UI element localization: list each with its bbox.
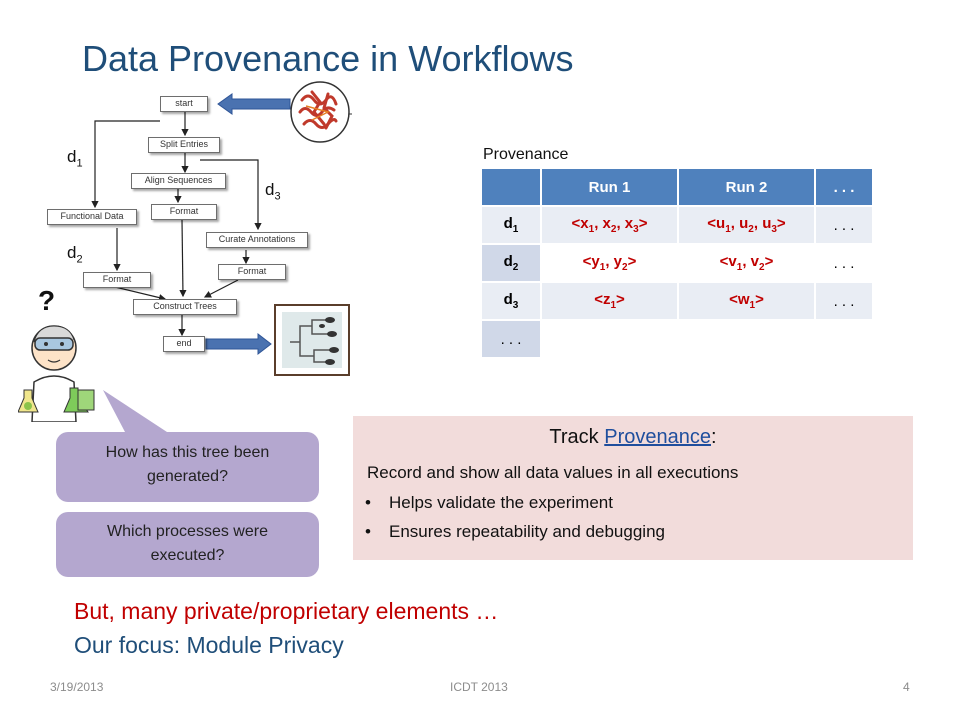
bullet-item: •Ensures repeatability and debugging [365, 522, 665, 541]
track-description: Record and show all data values in all e… [367, 463, 739, 482]
workflow-node-construct-trees: Construct Trees [133, 299, 237, 315]
table-row: d3 <z1> <w1> . . . [480, 281, 874, 321]
table-cell: <z1> [540, 281, 679, 321]
workflow-node-end: end [163, 336, 205, 352]
phylogenetic-tree-icon [274, 304, 350, 376]
table-header-cell: Run 1 [540, 167, 679, 207]
table-cell: <x1, x2, x3> [540, 205, 679, 245]
workflow-node-format-right: Format [218, 264, 286, 280]
slide-title: Data Provenance in Workflows [82, 38, 574, 79]
question-mark: ? [38, 285, 56, 316]
track-title: Track Provenance: [549, 426, 717, 448]
protein-structure-icon [290, 81, 352, 143]
output-arrow [205, 332, 272, 356]
table-header-row: Run 1 Run 2 . . . [480, 167, 874, 207]
table-cell: <v1, v2> [677, 243, 816, 283]
bullet-dot-icon: • [365, 493, 371, 512]
table-header-cell: Run 2 [677, 167, 816, 207]
focus-note: Our focus: Module Privacy [74, 632, 344, 658]
workflow-node-curate-annotations: Curate Annotations [206, 232, 308, 248]
workflow-node-start: start [160, 96, 208, 112]
footer-page-number: 4 [903, 680, 910, 694]
speech-bubble-tail [103, 390, 167, 432]
table-header-cell [480, 167, 542, 207]
footer-date: 3/19/2013 [50, 680, 104, 694]
row-header: d1 [480, 205, 542, 245]
table-cell: . . . [814, 243, 874, 283]
row-header: d2 [480, 243, 542, 283]
speech-bubble-tree: How has this tree been generated? [56, 432, 319, 502]
workflow-node-format-left: Format [83, 272, 151, 288]
edge-label-d1: d1 [67, 147, 83, 170]
table-cell: . . . [814, 281, 874, 321]
table-cell: . . . [814, 205, 874, 245]
track-provenance-box: Track Provenance: Record and show all da… [353, 416, 913, 560]
table-cell [677, 319, 816, 359]
table-cell: <u1, u2, u3> [677, 205, 816, 245]
workflow-node-split-entries: Split Entries [148, 137, 220, 153]
provenance-table: Run 1 Run 2 . . . d1 <x1, x2, x3> <u1, u… [480, 167, 874, 359]
edge-label-d3: d3 [265, 180, 281, 203]
bullet-item: •Helps validate the experiment [365, 493, 613, 512]
speech-bubble-processes: Which processes were executed? [56, 512, 319, 577]
workflow-node-align-sequences: Align Sequences [131, 173, 226, 189]
bullet-dot-icon: • [365, 522, 371, 541]
scientist-icon [18, 325, 95, 422]
table-cell: <w1> [677, 281, 816, 321]
table-cell [540, 319, 679, 359]
private-elements-note: But, many private/proprietary elements … [74, 598, 499, 624]
provenance-label: Provenance [483, 146, 569, 163]
row-header: . . . [480, 319, 542, 359]
bubble-text: How has this tree been generated? [105, 444, 270, 485]
table-row: . . . [480, 319, 874, 359]
footer-conference: ICDT 2013 [450, 680, 508, 694]
provenance-link[interactable]: Provenance [604, 426, 711, 448]
table-row: d2 <y1, y2> <v1, v2> . . . [480, 243, 874, 283]
input-arrow [217, 93, 291, 115]
table-cell [814, 319, 874, 359]
bubble-text: Which processes were executed? [107, 523, 268, 564]
workflow-node-format-mid: Format [151, 204, 217, 220]
table-header-cell: . . . [814, 167, 874, 207]
workflow-node-functional-data: Functional Data [47, 209, 137, 225]
table-cell: <y1, y2> [540, 243, 679, 283]
table-row: d1 <x1, x2, x3> <u1, u2, u3> . . . [480, 205, 874, 245]
edge-label-d2: d2 [67, 243, 83, 266]
row-header: d3 [480, 281, 542, 321]
